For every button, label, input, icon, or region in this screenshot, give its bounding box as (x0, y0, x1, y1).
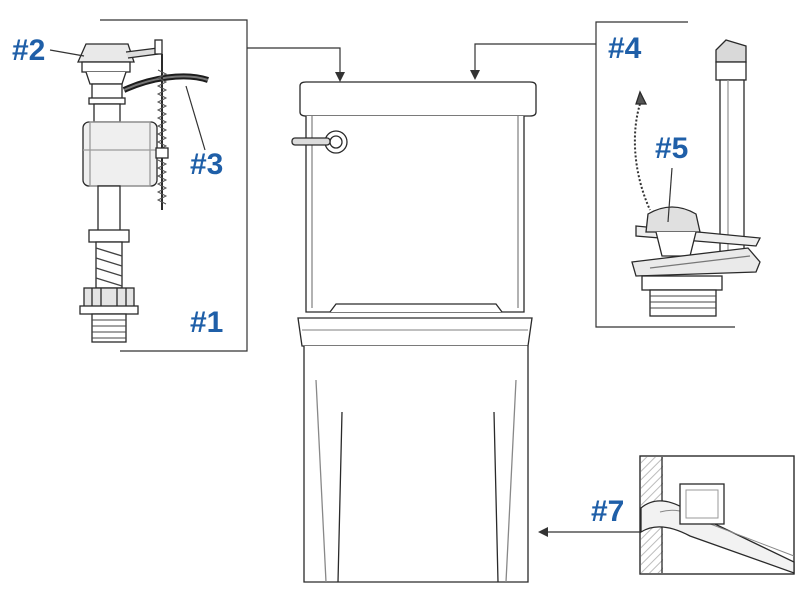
leader-5 (667, 167, 673, 223)
callout-detail: #7 (591, 495, 625, 528)
callout-refill-tube: #3 (190, 148, 224, 181)
callout-tank-lid: #4 (608, 32, 642, 65)
flush-valve-bracket (474, 21, 735, 328)
fill-valve-bracket (100, 19, 341, 352)
toilet-illustration (291, 81, 537, 583)
arrow-head-left (335, 72, 345, 82)
tank-base-detail-illustration (639, 455, 795, 575)
flush-valve-illustration (631, 39, 762, 317)
arrow-head-right (470, 70, 480, 80)
leader-2 (49, 49, 85, 57)
fill-valve-illustration (76, 39, 209, 343)
callout-fill-valve: #1 (190, 306, 224, 339)
leader-3 (185, 85, 206, 151)
callout-fill-valve-cap: #2 (12, 34, 46, 67)
callout-flapper: #5 (655, 132, 689, 165)
arrow-head-detail (538, 527, 548, 537)
